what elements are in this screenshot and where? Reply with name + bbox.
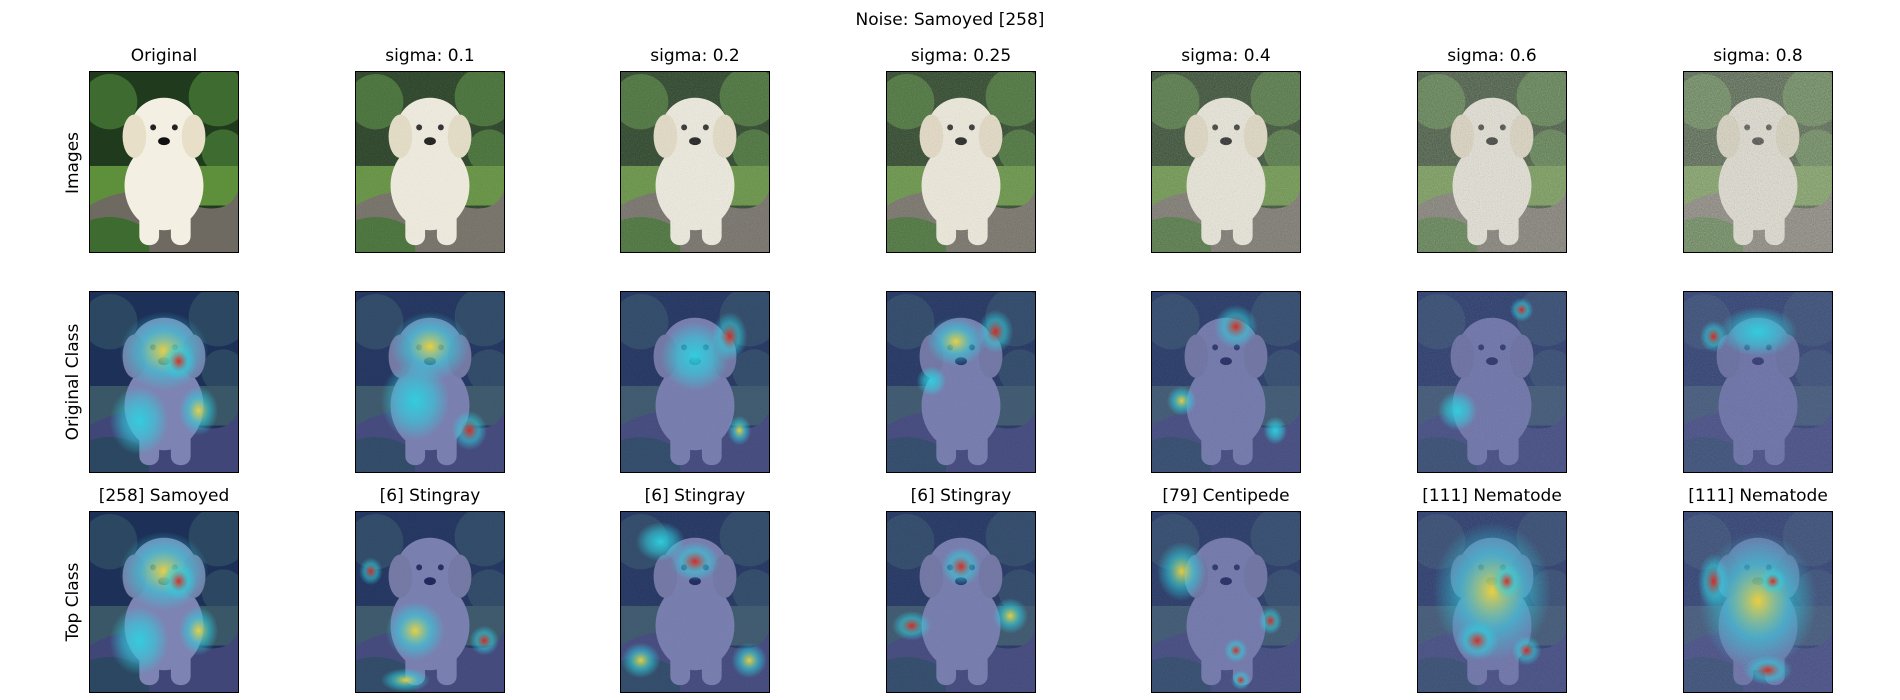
- original-class-heatmap-panel: [620, 291, 770, 473]
- column-title: sigma: 0.2: [650, 46, 740, 66]
- top-class-heatmap-panel: [620, 511, 770, 693]
- column-title: Original: [130, 46, 198, 66]
- top-class-title: [6] Stingray: [379, 486, 481, 506]
- top-class-title: [6] Stingray: [644, 486, 746, 506]
- column-title: sigma: 0.4: [1181, 46, 1271, 66]
- top-class-title: [111] Nematode: [1422, 486, 1562, 506]
- original-class-heatmap-panel: [1151, 291, 1301, 473]
- top-class-heatmap-panel: [1151, 511, 1301, 693]
- top-class-heatmap-panel: [1683, 511, 1833, 693]
- noisy-image-panel: [620, 71, 770, 253]
- original-class-heatmap-panel: [886, 291, 1036, 473]
- top-class-heatmap-panel: [89, 511, 239, 693]
- column-title: sigma: 0.8: [1713, 46, 1803, 66]
- original-class-heatmap-panel: [355, 291, 505, 473]
- noisy-image-panel: [355, 71, 505, 253]
- column-title: sigma: 0.6: [1447, 46, 1537, 66]
- top-class-heatmap-panel: [355, 511, 505, 693]
- top-class-heatmap-panel: [886, 511, 1036, 693]
- original-class-heatmap-panel: [1417, 291, 1567, 473]
- top-class-title: [6] Stingray: [910, 486, 1012, 506]
- original-class-heatmap-panel: [89, 291, 239, 473]
- top-class-heatmap-panel: [1417, 511, 1567, 693]
- top-class-title: [79] Centipede: [1162, 486, 1290, 506]
- original-class-heatmap-panel: [1683, 291, 1833, 473]
- noisy-image-panel: [1417, 71, 1567, 253]
- noisy-image-panel: [89, 71, 239, 253]
- noisy-image-panel: [886, 71, 1036, 253]
- column-title: sigma: 0.1: [385, 46, 475, 66]
- top-class-title: [111] Nematode: [1688, 486, 1828, 506]
- noisy-image-panel: [1151, 71, 1301, 253]
- top-class-title: [258] Samoyed: [98, 486, 230, 506]
- noisy-image-panel: [1683, 71, 1833, 253]
- column-title: sigma: 0.25: [910, 46, 1012, 66]
- figure-title: Noise: Samoyed [258]: [855, 10, 1045, 30]
